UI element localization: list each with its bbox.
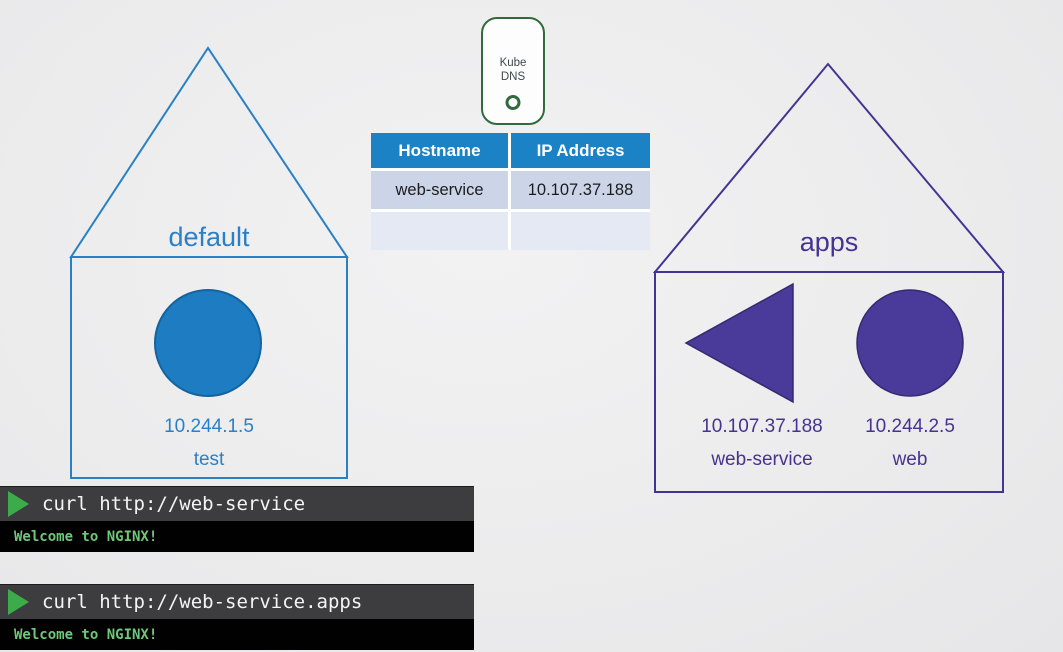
service-web-service-name: web-service bbox=[711, 449, 813, 470]
kube-dns-label: Kube DNS bbox=[483, 57, 543, 84]
namespace-default-body bbox=[70, 256, 348, 479]
terminal-1-command-bar: curl http://web-service bbox=[0, 486, 474, 521]
dns-ring-icon bbox=[505, 95, 521, 110]
service-web-service-ip: 10.107.37.188 bbox=[701, 416, 823, 437]
pod-web-circle bbox=[856, 289, 964, 397]
play-icon bbox=[8, 490, 29, 517]
dns-table-cell-hostname: web-service bbox=[371, 171, 508, 209]
kube-dns-label-line1: Kube bbox=[499, 57, 527, 69]
dns-table-cell-ip: 10.107.37.188 bbox=[511, 171, 650, 209]
dns-table-empty-cell bbox=[511, 212, 650, 250]
terminal-2-command-bar: curl http://web-service.apps bbox=[0, 584, 474, 619]
dns-table: Hostname IP Address web-service 10.107.3… bbox=[371, 133, 650, 250]
terminal-2-command: curl http://web-service.apps bbox=[42, 590, 363, 613]
terminal-2-output-text: Welcome to NGINX! bbox=[14, 626, 158, 643]
pod-web-name: web bbox=[892, 449, 928, 470]
terminal-2-output: Welcome to NGINX! bbox=[0, 619, 474, 650]
dns-table-header-ip: IP Address bbox=[511, 133, 650, 168]
terminal-1: curl http://web-service Welcome to NGINX… bbox=[0, 486, 474, 552]
kube-dns-node: Kube DNS bbox=[481, 17, 545, 125]
terminal-1-command: curl http://web-service bbox=[42, 492, 306, 515]
play-icon bbox=[8, 588, 29, 615]
namespace-apps-label: apps bbox=[799, 227, 859, 257]
pod-test-ip: 10.244.1.5 bbox=[164, 416, 254, 437]
dns-table-empty-cell bbox=[371, 212, 508, 250]
pod-test-circle bbox=[154, 289, 262, 397]
kube-dns-label-line2: DNS bbox=[500, 70, 526, 83]
namespace-apps-body bbox=[654, 271, 1004, 493]
pod-web-ip: 10.244.2.5 bbox=[865, 416, 955, 437]
dns-table-header-hostname: Hostname bbox=[371, 133, 508, 168]
service-web-service-triangle bbox=[684, 282, 794, 404]
pod-test-name: test bbox=[193, 449, 225, 470]
namespace-default-label: default bbox=[168, 222, 250, 252]
terminal-1-output-text: Welcome to NGINX! bbox=[14, 528, 158, 545]
terminal-2: curl http://web-service.apps Welcome to … bbox=[0, 584, 474, 650]
terminal-1-output: Welcome to NGINX! bbox=[0, 521, 474, 552]
